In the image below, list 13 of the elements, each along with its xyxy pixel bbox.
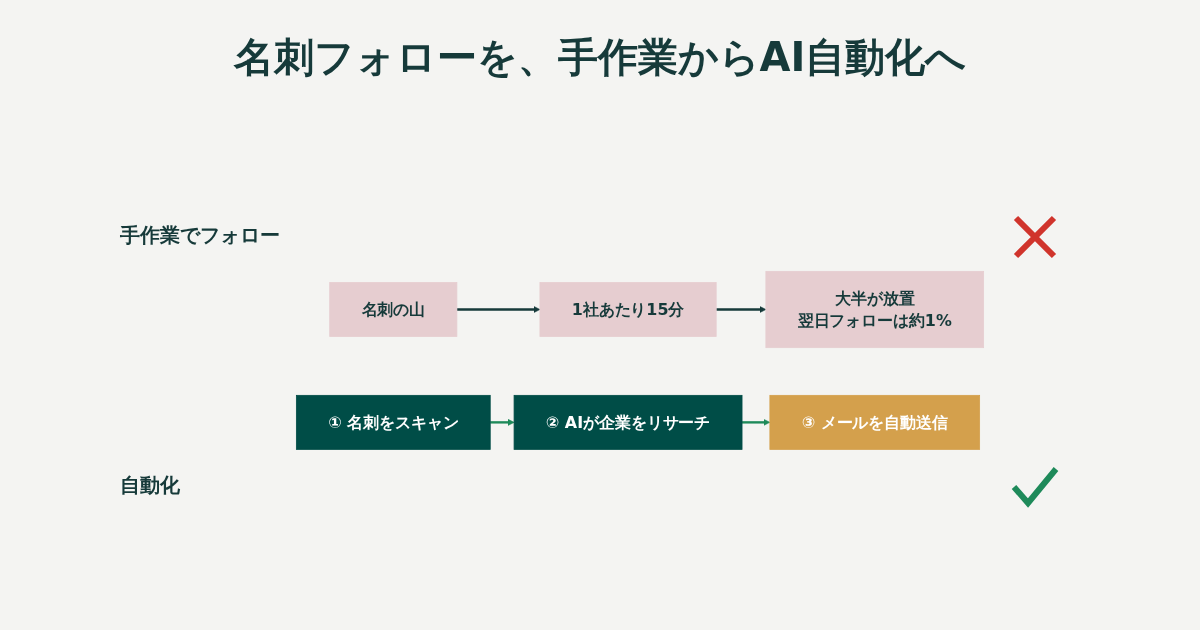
node-box: 1社あたり15分 bbox=[539, 281, 717, 337]
node-box: ② AIが企業をリサーチ bbox=[513, 394, 743, 450]
node-box: 名刺の山 bbox=[329, 281, 458, 337]
node-box: ③ メールを自動送信 bbox=[769, 394, 981, 450]
title: 名刺フォローを、手作業からAI自動化へ bbox=[232, 33, 968, 82]
arrow bbox=[456, 305, 541, 313]
row-label: 自動化 bbox=[120, 471, 181, 499]
arrow bbox=[716, 305, 767, 313]
node-box: ① 名刺をスキャン bbox=[295, 394, 491, 450]
arrow bbox=[742, 418, 771, 426]
row-label: 手作業でフォロー bbox=[120, 221, 281, 249]
node-box: 大半が放置 翌日フォローは約1% bbox=[765, 270, 985, 348]
arrow bbox=[490, 418, 515, 426]
